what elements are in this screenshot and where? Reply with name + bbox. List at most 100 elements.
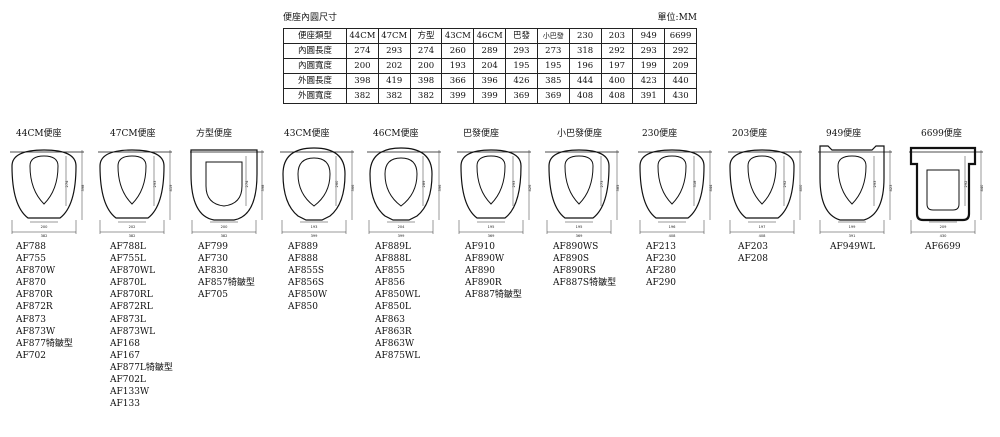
seat-outer-outline [819, 145, 885, 221]
table-cell: 193 [441, 58, 475, 74]
dimension-label: 440 [980, 184, 984, 192]
dimension-label: 293 [512, 181, 516, 188]
table-cell: 292 [664, 43, 697, 59]
table-cell: 260 [441, 43, 475, 59]
dimension-label: 202 [129, 225, 136, 229]
dimension-label: 293 [153, 181, 157, 188]
table-cell: 398 [346, 73, 379, 89]
model-code: AF890WS [553, 242, 599, 252]
model-code: AF6699 [925, 242, 961, 252]
model-code: AF855 [375, 266, 405, 277]
dimension-label: 419 [169, 184, 173, 192]
model-code: AF863W [375, 338, 415, 349]
table-caption: 便座內圓尺寸 [283, 13, 338, 23]
seat-title: 230便座 [642, 129, 678, 139]
table-cell: 318 [568, 43, 602, 59]
seat-outer-outline [99, 149, 165, 219]
table-cell: 200 [346, 58, 379, 74]
dimension-label: 292 [783, 181, 787, 188]
table-cell: 273 [536, 43, 570, 59]
model-code: AF887犄皺型 [465, 290, 522, 301]
model-code: AF850L [375, 302, 411, 313]
row-header-cell: 外圓寬度 [283, 88, 347, 104]
dimension-label: 200 [41, 225, 49, 229]
model-code: AF168 [110, 338, 140, 349]
dimension-label: 369 [576, 234, 584, 238]
table-cell: 423 [632, 73, 666, 89]
model-code: AF705 [198, 290, 228, 301]
table-cell: 369 [536, 88, 570, 104]
table-cell: 197 [600, 58, 634, 74]
dimension-label: 408 [669, 234, 677, 238]
table-cell: 400 [600, 73, 634, 89]
table-cell: 202 [377, 58, 411, 74]
model-code: AF873WL [110, 326, 156, 337]
model-code: AF755L [110, 254, 146, 265]
model-code: AF203 [738, 242, 768, 252]
model-code: AF788 [16, 242, 46, 252]
seat-inner-outline [384, 157, 418, 207]
seat-inner-outline [297, 157, 331, 207]
seat-title: 44CM便座 [16, 129, 62, 139]
model-code: AF856 [375, 278, 405, 289]
table-cell: 382 [377, 88, 411, 104]
dimension-label: 273 [600, 181, 604, 188]
seat-title: 巴發便座 [463, 129, 500, 139]
table-cell: 46CM [473, 28, 507, 44]
dimension-label: 398 [261, 184, 265, 192]
dimension-label: 289 [422, 180, 426, 188]
seat-title: 6699便座 [921, 129, 962, 139]
table-cell: 43CM [441, 28, 475, 44]
table-cell: 293 [632, 43, 666, 59]
table-cell: 382 [409, 88, 443, 104]
model-code: AF889L [375, 242, 411, 252]
model-code: AF870W [16, 266, 56, 277]
seat-inner-outline [29, 155, 59, 205]
model-code: AF856S [288, 278, 325, 289]
model-code: AF167 [110, 350, 140, 361]
seat-inner-outline [117, 155, 147, 205]
model-code: AF888 [288, 254, 318, 265]
dimension-label: 209 [940, 225, 948, 229]
model-code: AF730 [198, 254, 228, 265]
seat-outer-outline [639, 149, 705, 219]
dimension-label: 385 [616, 185, 620, 192]
model-code: AF280 [646, 266, 676, 277]
dimension-label: 193 [311, 225, 318, 229]
model-code: AF870R [16, 290, 53, 301]
model-code: AF799 [198, 242, 228, 252]
seat-title: 46CM便座 [373, 129, 419, 139]
model-code: AF755 [16, 254, 46, 265]
dimension-label: 366 [351, 184, 355, 192]
model-code: AF850W [288, 290, 328, 301]
table-cell: 199 [632, 58, 666, 74]
table-cell: 292 [600, 43, 634, 59]
table-cell: 366 [441, 73, 475, 89]
table-cell: 209 [664, 58, 697, 74]
dimension-label: 399 [398, 234, 406, 238]
seat-outer-outline [282, 147, 346, 221]
seat-inner-outline [205, 161, 243, 207]
table-cell: 382 [346, 88, 379, 104]
table-cell: 399 [473, 88, 507, 104]
table-cell: 196 [568, 58, 602, 74]
row-header-cell: 便座類型 [283, 28, 347, 44]
table-cell: 方型 [409, 28, 443, 44]
table-cell: 小巴發 [536, 28, 570, 44]
seat-outer-outline [11, 149, 77, 219]
table-cell: 204 [473, 58, 507, 74]
model-code: AF702L [110, 375, 146, 386]
table-cell: 6699 [664, 28, 697, 44]
row-header-cell: 外圓長度 [283, 73, 347, 89]
